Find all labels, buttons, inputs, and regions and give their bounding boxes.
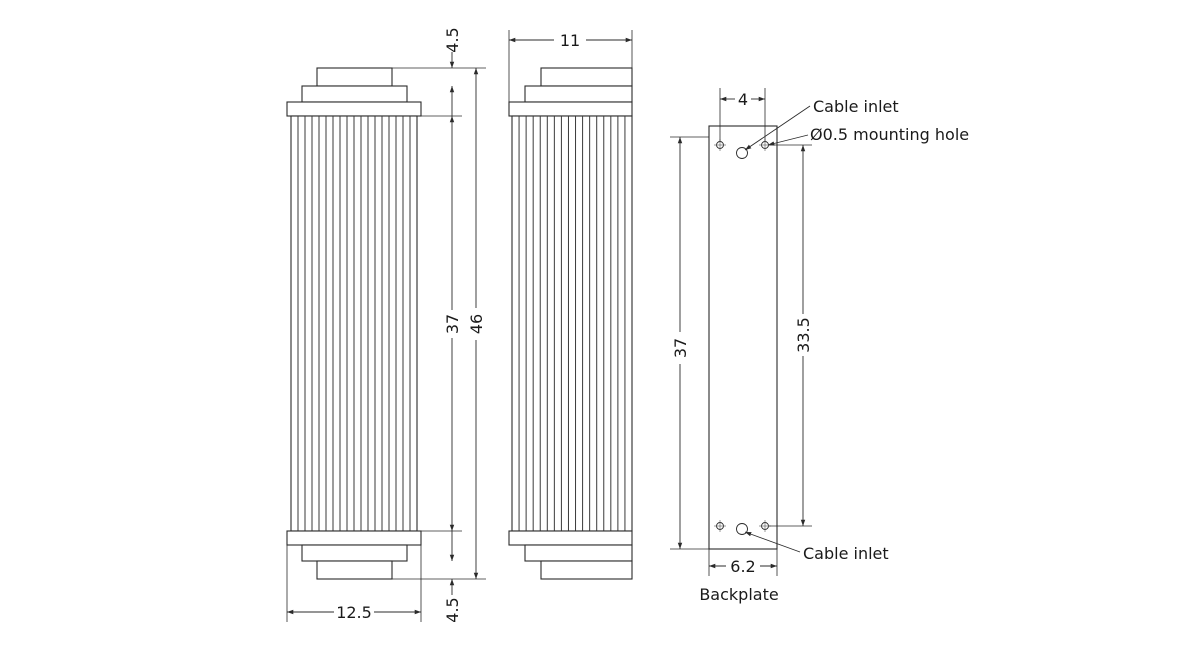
front-extension-lines — [286, 67, 486, 622]
front-bottom-ring — [301, 544, 408, 562]
side-bottom-ring — [524, 544, 633, 562]
dim-top-cap-label: 4.5 — [443, 27, 462, 52]
mounting-hole-bottom-left — [714, 520, 726, 532]
side-view — [508, 67, 633, 580]
dim-total: 46 — [467, 68, 486, 579]
mounting-hole-label: Ø0.5 mounting hole — [810, 125, 969, 144]
dim-hole-spacing-top-label: 4 — [738, 90, 748, 109]
dim-width-label: 12.5 — [336, 603, 372, 622]
front-top-cap — [316, 67, 393, 87]
dim-plate-width-label: 6.2 — [730, 557, 755, 576]
dim-total-label: 46 — [467, 314, 486, 334]
dim-body-label: 37 — [443, 314, 462, 334]
front-top-ring — [301, 85, 408, 103]
dim-plate-width: 6.2 — [708, 549, 778, 576]
dim-hole-spacing-vertical-label: 33.5 — [794, 317, 813, 353]
side-top-flange — [508, 101, 633, 117]
front-bottom-flange — [286, 530, 422, 546]
dim-plate-height: 37 — [670, 136, 709, 550]
cable-inlet-bottom-hole — [736, 523, 748, 535]
dim-body: 37 — [443, 116, 462, 531]
cable-inlet-bottom-label: Cable inlet — [803, 544, 889, 563]
dim-top-cap: 4.5 — [443, 27, 462, 116]
dim-depth: 11 — [508, 30, 633, 102]
front-flutes — [297, 116, 411, 531]
dim-bottom-cap: 4.5 — [443, 531, 462, 623]
side-body — [511, 115, 633, 532]
front-view — [286, 67, 422, 580]
dim-plate-height-label: 37 — [671, 338, 690, 358]
cable-inlet-top-hole — [736, 147, 748, 159]
side-top-ring — [524, 85, 633, 103]
mounting-hole-bottom-right — [759, 520, 771, 532]
mounting-hole-callout: Ø0.5 mounting hole — [767, 125, 969, 146]
backplate-outline — [708, 125, 778, 550]
dim-hole-spacing-vertical: 33.5 — [769, 144, 813, 527]
side-bottom-cap — [540, 560, 633, 580]
side-bottom-flange — [508, 530, 633, 546]
dim-bottom-cap-label: 4.5 — [443, 597, 462, 622]
side-flutes — [518, 116, 626, 531]
backplate-title: Backplate — [699, 585, 778, 604]
front-top-flange — [286, 101, 422, 117]
cable-inlet-top-label: Cable inlet — [813, 97, 899, 116]
front-bottom-cap — [316, 560, 393, 580]
side-top-cap — [540, 67, 633, 87]
cable-inlet-bottom-callout: Cable inlet — [744, 531, 889, 563]
dim-hole-spacing-top: 4 — [719, 88, 766, 141]
dim-width: 12.5 — [287, 603, 421, 622]
backplate — [708, 125, 778, 550]
dim-depth-label: 11 — [560, 31, 580, 50]
cable-inlet-top-callout: Cable inlet — [744, 97, 899, 151]
